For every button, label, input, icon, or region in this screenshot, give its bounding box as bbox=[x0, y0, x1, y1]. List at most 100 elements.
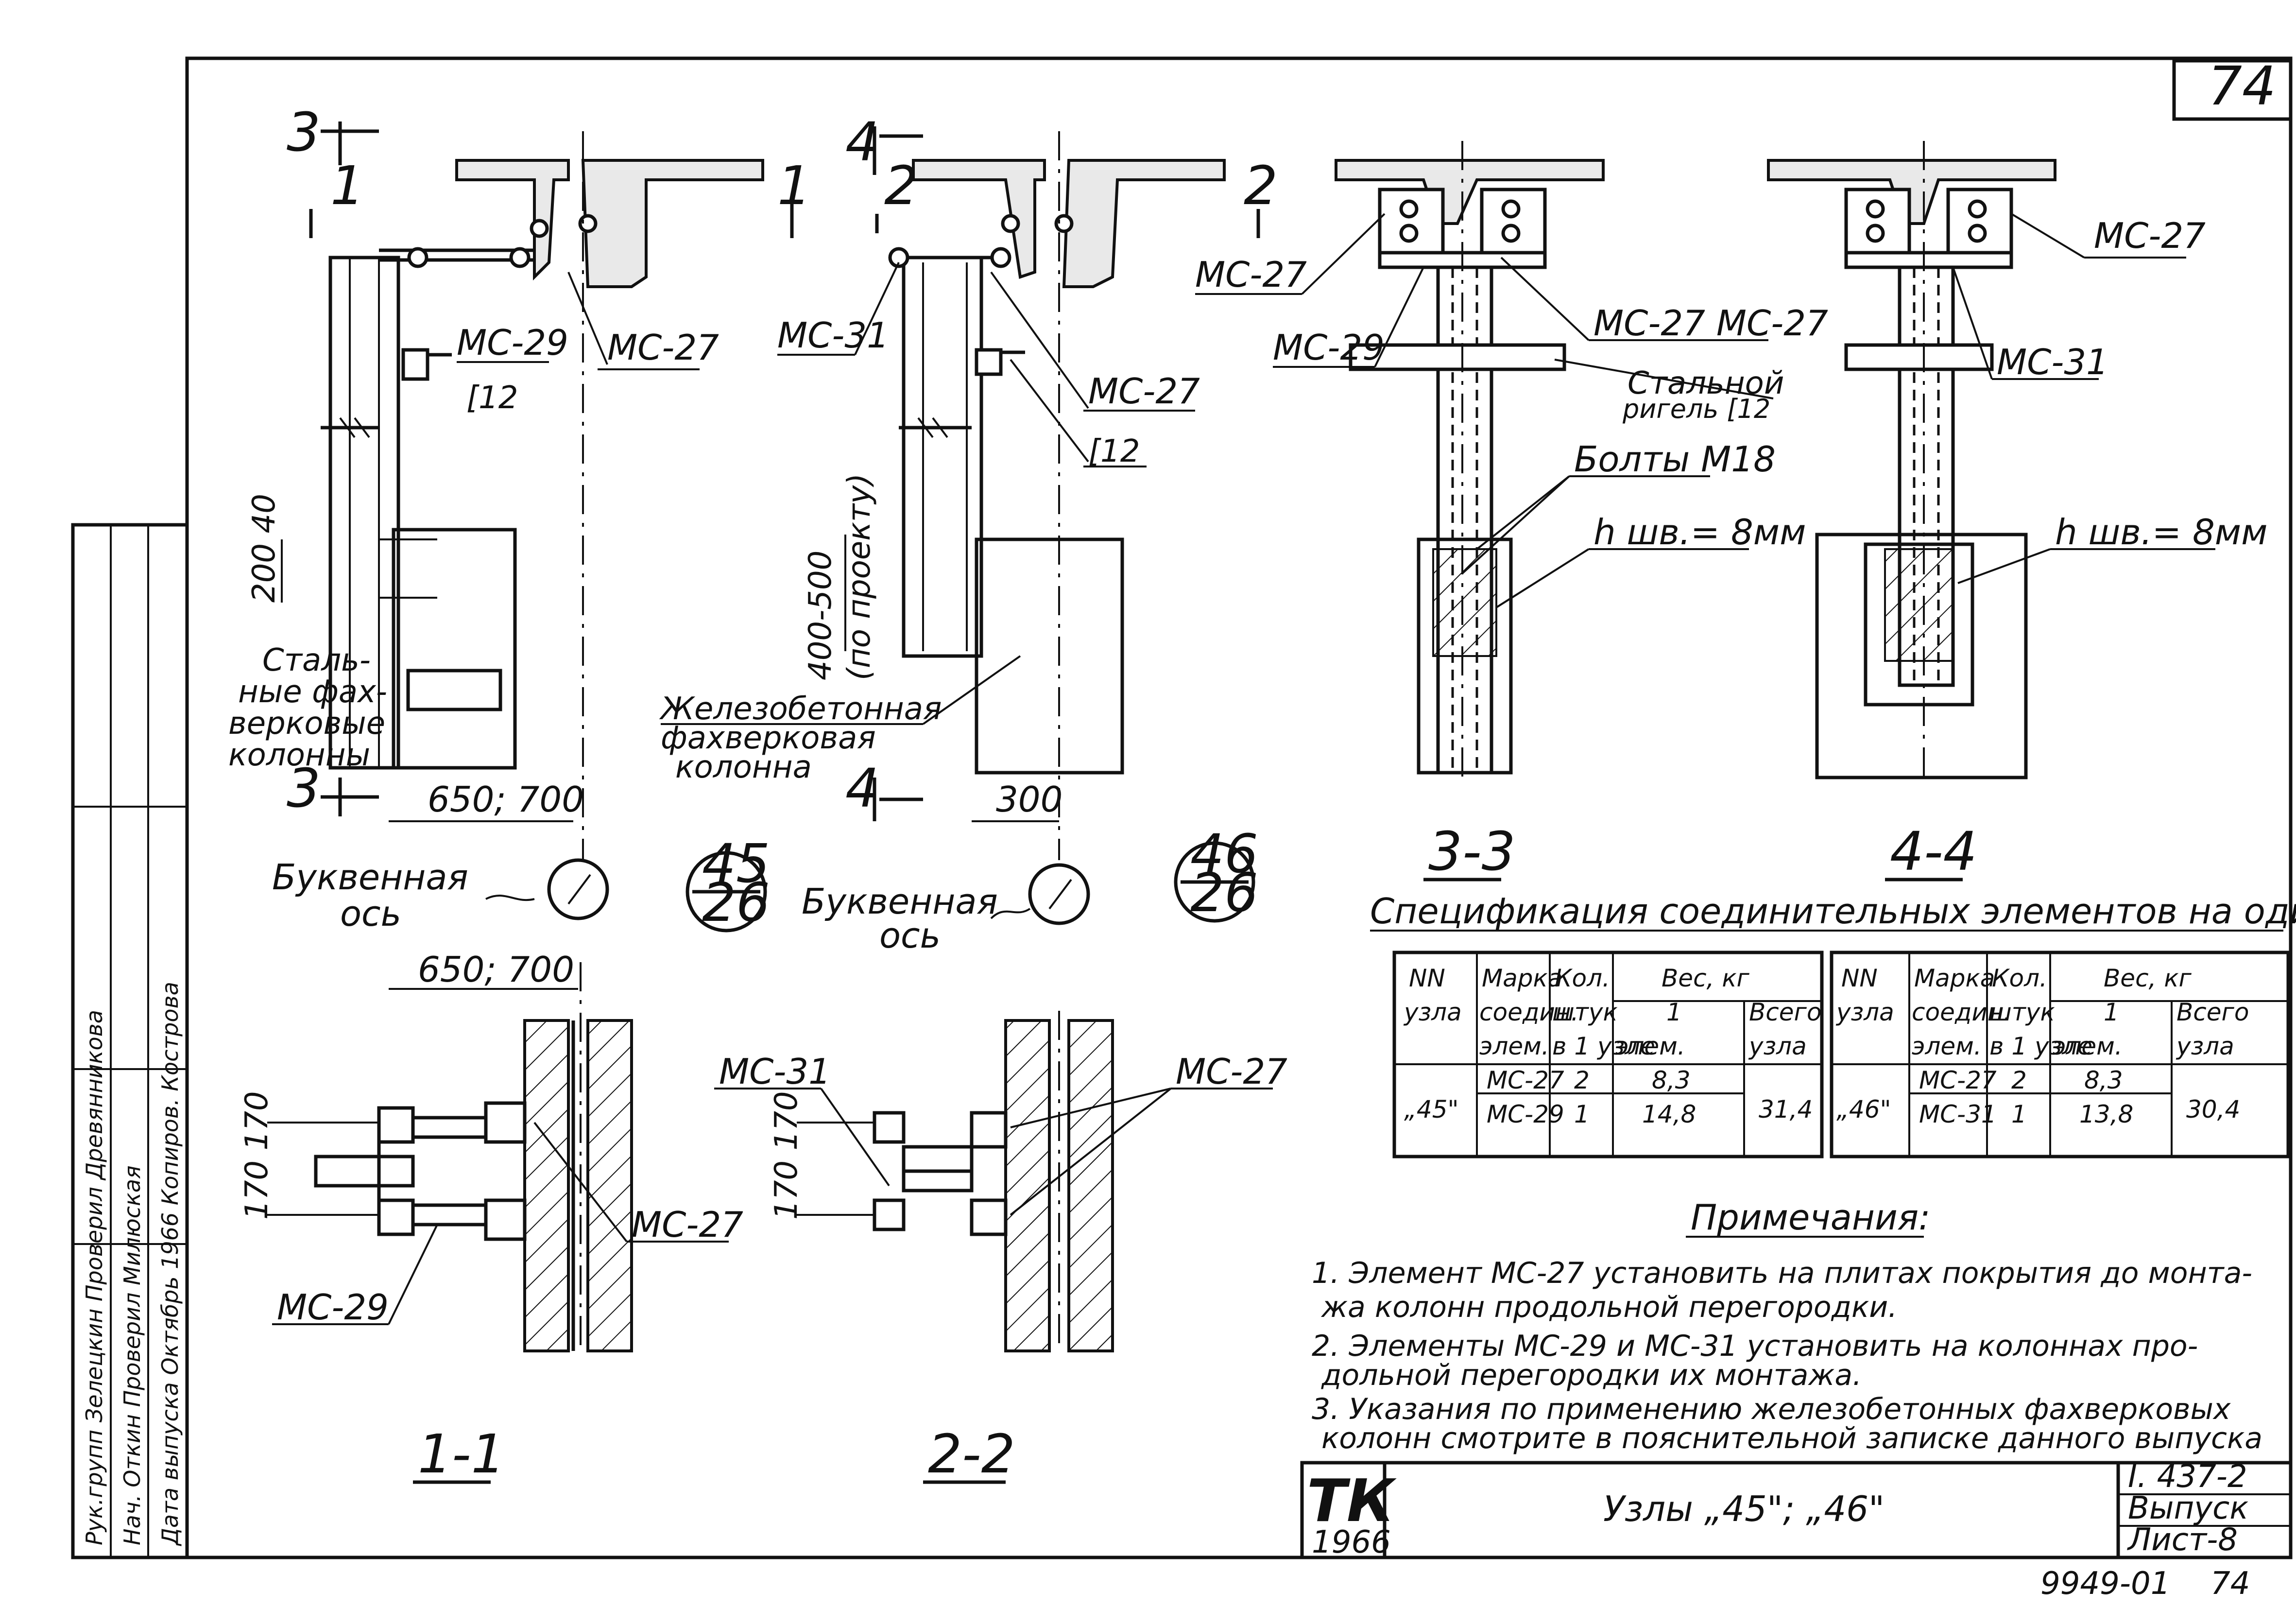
svg-text:45: 45 bbox=[702, 832, 770, 895]
dim-170-a: 170 170 bbox=[239, 1091, 275, 1220]
svg-text:МС-27: МС-27 bbox=[1487, 1066, 1564, 1094]
svg-text:NN: NN bbox=[1841, 964, 1878, 992]
svg-text:26: 26 bbox=[702, 871, 770, 934]
dim-200-40: 200 40 bbox=[246, 494, 282, 603]
page-number: 74 bbox=[2208, 55, 2276, 117]
cut-1-right: 1 bbox=[777, 155, 811, 217]
svg-text:в 1 узле: в 1 узле bbox=[1989, 1032, 2092, 1060]
label-mc29-b: МС-29 bbox=[1273, 327, 1385, 368]
svg-text:NN: NN bbox=[1409, 964, 1445, 992]
svg-text:1: 1 bbox=[2104, 998, 2119, 1026]
svg-text:2: 2 bbox=[2011, 1066, 2027, 1094]
svg-text:узла: узла bbox=[1748, 1032, 1807, 1060]
sheet-title: Узлы „45"; „46" bbox=[1603, 1488, 1885, 1529]
doc-page: 74 bbox=[2210, 1566, 2250, 1602]
cut-3-top: 3 bbox=[287, 101, 321, 163]
label-mc31-b: МС-31 bbox=[1997, 342, 2108, 382]
cut-2-right: 2 bbox=[1244, 155, 1278, 217]
note-line-6: колонн смотрите в пояснительной записке … bbox=[1321, 1421, 2262, 1455]
svg-text:соедин.: соедин. bbox=[1912, 998, 2011, 1026]
svg-text:1: 1 bbox=[2011, 1100, 2027, 1128]
detail-46-elevation: 4 2 2 400-500 (по проекту) 4 300 МС-31 М… bbox=[659, 111, 1278, 956]
node-45-marker: 45 26 bbox=[685, 832, 770, 934]
svg-text:в 1 узле: в 1 узле bbox=[1552, 1032, 1655, 1060]
svg-text:Вес, кг: Вес, кг bbox=[2104, 964, 2192, 992]
svg-text:элем.: элем. bbox=[2053, 1032, 2123, 1060]
notes: Примечания: 1. Элемент МС-27 установить … bbox=[1312, 1197, 2262, 1455]
spec-title: Спецификация соединительных элементов на… bbox=[1370, 891, 2296, 932]
svg-text:элем.: элем. bbox=[1912, 1032, 1982, 1060]
stamp-logo: ТК bbox=[1307, 1468, 1397, 1535]
spec-table-46: NN Марка Кол. Вес, кг узла соедин. штук … bbox=[1830, 951, 2290, 1158]
title-block: ТК 1966 Узлы „45"; „46" I. 437-2 Выпуск … bbox=[1300, 1459, 2293, 1602]
label-mc29-a: МС-29 bbox=[457, 322, 568, 363]
svg-text:узла: узла bbox=[1403, 998, 1462, 1026]
svg-text:Всего: Всего bbox=[1749, 998, 1821, 1026]
node-46-marker: 46 26 bbox=[1174, 823, 1258, 924]
label-mc27-c: МС-27 bbox=[1195, 254, 1307, 295]
block-right-3: Лист-8 bbox=[2127, 1522, 2238, 1558]
section-2-2-title: 2-2 bbox=[928, 1423, 1015, 1485]
label-mc27-a: МС-27 bbox=[607, 327, 719, 368]
note-line-2: жа колонн продольной перегородки. bbox=[1320, 1290, 1897, 1324]
label-mc27-b: МС-27 bbox=[1088, 371, 1200, 412]
cut-1-left: 1 bbox=[330, 155, 364, 217]
label-mc27-f: МС-27 bbox=[1176, 1051, 1287, 1092]
section-1-1-title: 1-1 bbox=[418, 1423, 505, 1485]
section-2-2-plan: 170 170 МС-31 МС-27 2-2 bbox=[714, 1011, 1287, 1485]
svg-text:31,4: 31,4 bbox=[1759, 1095, 1813, 1124]
svg-text:30,4: 30,4 bbox=[2186, 1095, 2240, 1124]
stamp-row-1: Рук.групп Зелецкин Проверил Древянникова bbox=[81, 1010, 107, 1545]
cut-3-bottom: 3 bbox=[287, 757, 321, 819]
dim-170-b: 170 170 bbox=[769, 1091, 805, 1220]
weld-label-b: h шв.= 8мм bbox=[2055, 512, 2267, 553]
svg-text:узла: узла bbox=[2176, 1032, 2234, 1060]
svg-text:Всего: Всего bbox=[2176, 998, 2249, 1026]
svg-text:„45": „45" bbox=[1404, 1095, 1459, 1124]
side-stamp: Рук.групп Зелецкин Проверил Древянникова… bbox=[71, 523, 189, 1559]
label-mc27-e: МС-27 bbox=[632, 1204, 743, 1245]
dim-650-700-a: 650; 700 bbox=[428, 779, 584, 820]
svg-text:8,3: 8,3 bbox=[1652, 1066, 1691, 1094]
dim-650-700-b: 650; 700 bbox=[418, 949, 574, 990]
svg-text:8,3: 8,3 bbox=[2084, 1066, 2123, 1094]
spec-table-45: NN Марка Кол. Вес, кг узла соедин. штук … bbox=[1392, 951, 1824, 1158]
page-number-box bbox=[2172, 59, 2293, 121]
note-line-4: дольной перегородки их монтажа. bbox=[1321, 1358, 1862, 1392]
svg-text:узла: узла bbox=[1835, 998, 1894, 1026]
section-1-1-plan: 650; 700 170 170 МС-27 МС-29 1-1 bbox=[239, 949, 743, 1485]
label-mc31-c: МС-31 bbox=[719, 1051, 831, 1092]
svg-text:Кол.: Кол. bbox=[1992, 964, 2047, 992]
svg-text:МС-31: МС-31 bbox=[1919, 1100, 1997, 1128]
svg-text:Марка: Марка bbox=[1914, 964, 1995, 992]
svg-text:14,8: 14,8 bbox=[1642, 1100, 1696, 1128]
dim-po-proektu: (по проекту) bbox=[841, 473, 877, 680]
dim-300: 300 bbox=[996, 779, 1062, 820]
label-c12-a: [12 bbox=[466, 380, 518, 416]
detail-45-elevation: 3 1 1 200 40 650; 700 3 bbox=[228, 101, 811, 934]
label-mc27-d: МС-27 bbox=[2094, 215, 2206, 256]
specification: Спецификация соединительных элементов на… bbox=[1370, 891, 2296, 1158]
svg-text:1: 1 bbox=[1574, 1100, 1590, 1128]
svg-text:элем.: элем. bbox=[1615, 1032, 1685, 1060]
svg-text:соедин.: соедин. bbox=[1479, 998, 1579, 1026]
svg-text:1: 1 bbox=[1666, 998, 1682, 1026]
section-3-3-title: 3-3 bbox=[1428, 820, 1516, 882]
stamp-row-2: Нач. Откин Проверил Милюская bbox=[119, 1165, 145, 1545]
doc-code: 9949-01 bbox=[2040, 1566, 2170, 1602]
label-mc27-mc27: МС-27 МС-27 bbox=[1593, 303, 1828, 344]
svg-text:элем.: элем. bbox=[1479, 1032, 1549, 1060]
svg-text:2: 2 bbox=[1574, 1066, 1590, 1094]
svg-text:МС-27: МС-27 bbox=[1919, 1066, 1997, 1094]
svg-text:штук: штук bbox=[1989, 998, 2055, 1026]
svg-text:Кол.: Кол. bbox=[1555, 964, 1610, 992]
bolts-label: Болты М18 bbox=[1574, 439, 1776, 480]
svg-text:штук: штук bbox=[1552, 998, 1618, 1026]
stamp-row-3: Дата выпуска Октябрь 1966 Копиров. Костр… bbox=[157, 982, 183, 1546]
stamp-year: 1966 bbox=[1312, 1524, 1391, 1560]
note-line-3: 2. Элементы МС-29 и МС-31 установить на … bbox=[1312, 1329, 2198, 1363]
